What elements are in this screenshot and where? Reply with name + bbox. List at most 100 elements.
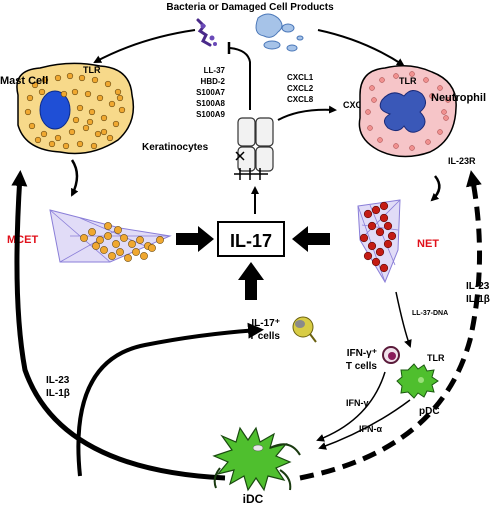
granule <box>445 97 451 103</box>
mcet-dot <box>132 248 140 256</box>
mcet-dot <box>124 254 132 262</box>
keratinocytes-icon <box>237 117 274 172</box>
granule <box>48 140 56 148</box>
product-hbd2: HBD-2 <box>201 77 226 86</box>
granule <box>86 118 94 126</box>
keratinocyte-stimulus-icon <box>234 151 268 180</box>
mcet-dot <box>104 232 112 240</box>
granule <box>393 73 399 79</box>
granule <box>62 142 70 150</box>
granule <box>38 88 46 96</box>
granule <box>114 88 122 96</box>
granule <box>365 109 371 115</box>
granule <box>377 137 383 143</box>
net-dot <box>379 213 389 223</box>
mcet-dot <box>114 226 122 234</box>
product-ll37: LL-37 <box>204 66 226 75</box>
receptor-cxcr2: CXCR2 <box>343 100 374 110</box>
mast-cell-label: Mast Cell <box>0 75 48 87</box>
granule <box>437 129 443 135</box>
granule <box>369 85 375 91</box>
granule <box>116 94 124 102</box>
granule <box>409 71 415 77</box>
tlr-pdc-label: TLR <box>427 353 445 363</box>
granule <box>441 109 447 115</box>
il23-left-line1: IL-23 <box>46 375 70 386</box>
il23r-label: IL-23R <box>448 156 476 166</box>
il17-tcells-line1: IL-17⁺ <box>251 318 280 329</box>
granule <box>423 77 429 83</box>
mast-cell-icon <box>16 62 135 155</box>
net-dot <box>367 241 377 251</box>
pdc-label: pDC <box>419 406 440 417</box>
granule <box>90 142 98 150</box>
granule <box>96 94 104 102</box>
il23-left-line2: IL-1β <box>46 388 70 399</box>
chemokine-cxcl8: CXCL8 <box>287 95 314 104</box>
net-dot <box>383 239 393 249</box>
granule <box>437 85 443 91</box>
il17-box <box>217 221 285 257</box>
product-s100a9: S100A9 <box>196 110 225 119</box>
net-dot <box>371 257 381 267</box>
ifn-gamma-label: IFN-γ <box>346 398 369 408</box>
arrow-net-to-il17 <box>292 226 330 252</box>
mcet-dot <box>128 240 136 248</box>
granule <box>60 90 68 98</box>
il17-tcells-line2: T cells <box>249 331 281 342</box>
granule <box>371 97 377 103</box>
neutrophil-icon <box>358 65 457 158</box>
granule <box>26 94 34 102</box>
il23-right-line1: IL-23 <box>466 281 490 292</box>
granule <box>82 124 90 132</box>
granule <box>84 90 92 98</box>
arrow-idc-to-neutrophil <box>299 170 483 481</box>
arrow-products-to-mastcell <box>93 29 196 63</box>
granule <box>100 114 108 122</box>
ifn-alpha-label: IFN-α <box>359 424 382 434</box>
ifng-tcells-line1: IFN-γ⁺ <box>347 348 377 359</box>
arrow-net-to-pdc <box>395 291 412 348</box>
granule <box>367 125 373 131</box>
arrow-keratinocytes-to-neutrophil <box>277 105 337 121</box>
mcet-dot <box>108 252 116 260</box>
granule <box>379 77 385 83</box>
granule <box>31 81 39 89</box>
granule <box>54 134 62 142</box>
net-label: NET <box>417 238 439 250</box>
granule <box>112 120 120 128</box>
net-dot <box>359 233 369 243</box>
inhibition-line <box>229 47 251 110</box>
net-dot <box>375 227 385 237</box>
arrow-pdc-to-idc <box>318 399 411 450</box>
granule <box>41 76 49 84</box>
bacteria-icon <box>196 18 217 47</box>
mcet-dot <box>92 242 100 250</box>
granule <box>393 143 399 149</box>
mcet-dot <box>120 234 128 242</box>
mcet-dot <box>80 234 88 242</box>
net-dot <box>379 263 389 273</box>
tlr-right-label: TLR <box>399 76 417 86</box>
mcet-dot <box>88 228 96 236</box>
granule <box>409 145 415 151</box>
arrow-idc-to-tcells <box>76 322 264 477</box>
granule <box>429 93 435 99</box>
granule <box>76 104 84 112</box>
granule <box>94 130 102 138</box>
granule <box>28 122 36 130</box>
keratinocyte-products-list: LL-37 HBD-2 S100A7 S100A8 S100A9 <box>196 66 225 119</box>
granule <box>71 88 79 96</box>
net-dot <box>367 221 377 231</box>
mcet-icon <box>49 209 172 263</box>
mcet-dot <box>140 252 148 260</box>
granule <box>66 72 74 80</box>
chemokine-list: CXCL1 CXCL2 CXCL8 <box>287 73 314 104</box>
keratinocytes-label: Keratinocytes <box>142 142 209 153</box>
idc-icon <box>212 426 301 492</box>
il17-tcell-icon <box>292 316 317 343</box>
arrow-mastcell-to-mcet <box>70 159 79 197</box>
ifng-tcells-line2: T cells <box>346 361 378 372</box>
tlr-left-label: TLR <box>83 65 101 75</box>
